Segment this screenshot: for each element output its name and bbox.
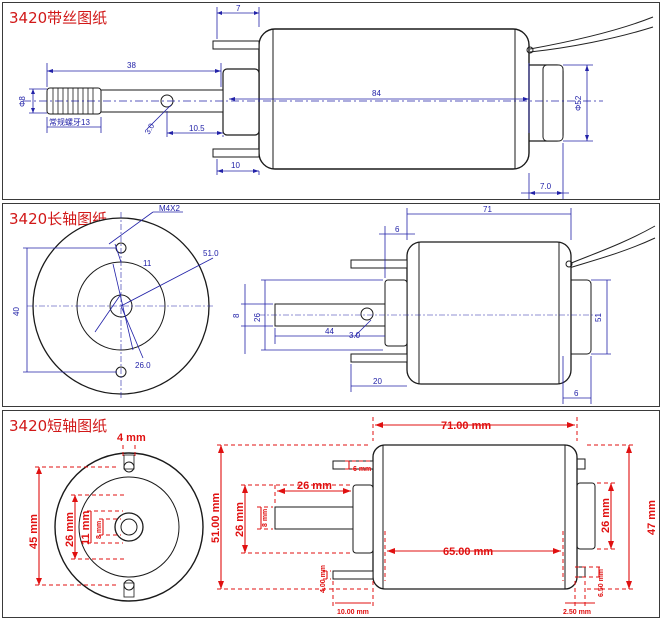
dim-26mm-shaft: 26 mm	[297, 480, 332, 492]
dim-m4x2: M4X2	[159, 204, 180, 213]
dim-6-top: 6	[395, 225, 400, 234]
dim-51mm: 51.00 mm	[210, 493, 222, 543]
dim-phi-8: Φ8	[18, 96, 27, 107]
panel-short-shaft: 3420短轴图纸 4 mm 45 mm 26 mm 11 mm 8 mm	[2, 410, 660, 618]
dim-51: 51	[594, 313, 603, 322]
dim-8mm-front: 8 mm	[96, 521, 103, 539]
dim-51-0: 51.0	[203, 249, 219, 258]
dim-84: 84	[372, 89, 381, 98]
dim-10: 10	[231, 161, 240, 170]
dim-6mm: 6 mm	[353, 466, 371, 473]
dim-6-50mm: 6.50 mm	[598, 569, 605, 597]
panel-title: 3420长轴图纸	[9, 210, 108, 228]
dim-26mm-flange: 26 mm	[234, 502, 246, 537]
dim-44: 44	[325, 327, 334, 336]
dim-phi-52: Φ52	[574, 95, 583, 111]
panel-title: 3420短轴图纸	[9, 417, 108, 435]
dim-26-0: 26.0	[135, 361, 151, 370]
dim-6-bottom: 6	[574, 389, 579, 398]
dim-10-5: 10.5	[189, 124, 205, 133]
dim-71mm: 71.00 mm	[441, 420, 491, 432]
dim-4-00mm: 4.00 mm	[320, 565, 327, 593]
panel-long-shaft: 3420长轴图纸 M4X2 11 51.0 40 26.0	[2, 203, 660, 407]
dim-7: 7	[236, 4, 241, 13]
dim-8mm-shaft: 8 mm	[262, 509, 269, 527]
dim-7-0: 7.0	[540, 182, 552, 191]
dim-40: 40	[12, 307, 21, 316]
panel-title: 3420带丝图纸	[9, 9, 108, 27]
dim-65mm: 65.00 mm	[443, 546, 493, 558]
panel-threaded-shaft: 3420带丝图纸	[2, 2, 660, 200]
dim-38: 38	[127, 61, 136, 70]
drawing-short-shaft: 4 mm 45 mm 26 mm 11 mm 8 mm	[28, 417, 658, 616]
drawing-long-shaft: M4X2 11 51.0 40 26.0	[12, 204, 656, 404]
dim-71: 71	[483, 205, 492, 214]
dim-20: 20	[373, 377, 382, 386]
dim-26mm-front: 26 mm	[64, 512, 76, 547]
dim-11: 11	[143, 259, 152, 268]
dim-47mm: 47 mm	[646, 500, 658, 535]
dim-2-50mm: 2.50 mm	[563, 609, 591, 616]
dim-45mm: 45 mm	[28, 514, 40, 549]
dim-11mm: 11 mm	[80, 511, 92, 545]
dim-10-00mm: 10.00 mm	[337, 609, 369, 616]
dim-26: 26	[253, 313, 262, 322]
dim-8: 8	[232, 313, 241, 318]
dim-3-0: 3.0	[349, 331, 361, 340]
dim-3-0: 3.0	[143, 121, 157, 136]
drawing-threaded-shaft: 7 38 84 Φ8 Φ52 常规螺牙13 3.0 10.5 10 7.0	[18, 4, 654, 199]
dim-26mm-rear: 26 mm	[600, 498, 612, 533]
dim-4mm: 4 mm	[117, 432, 146, 444]
dim-thread-13: 常规螺牙13	[49, 117, 90, 127]
